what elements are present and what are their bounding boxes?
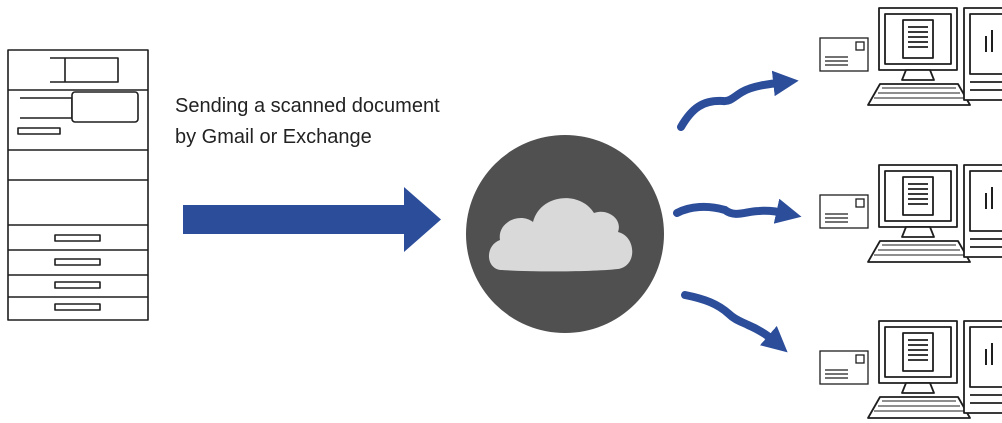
envelope-icon: [819, 350, 869, 385]
cloud-icon: [466, 135, 664, 333]
delivery-arrow-2: [673, 198, 802, 224]
desktop-computer-icon: [867, 164, 1002, 263]
caption-line-1: Sending a scanned document: [175, 95, 440, 117]
desktop-computer-icon: [867, 7, 1002, 106]
envelope-icon: [819, 37, 869, 72]
caption-line-2: by Gmail or Exchange: [175, 126, 372, 148]
recipient-2: [819, 164, 1002, 263]
send-arrow: [183, 187, 441, 252]
delivery-arrow-1: [677, 70, 799, 131]
delivery-arrow-3: [681, 291, 788, 353]
recipient-1: [819, 7, 1002, 106]
diagram-caption: Sending a scanned document by Gmail or E…: [175, 91, 440, 153]
desktop-computer-icon: [867, 320, 1002, 419]
recipient-3: [819, 320, 1002, 419]
multifunction-printer-icon: [7, 49, 149, 321]
envelope-icon: [819, 194, 869, 229]
delivery-arrows: [673, 70, 802, 353]
